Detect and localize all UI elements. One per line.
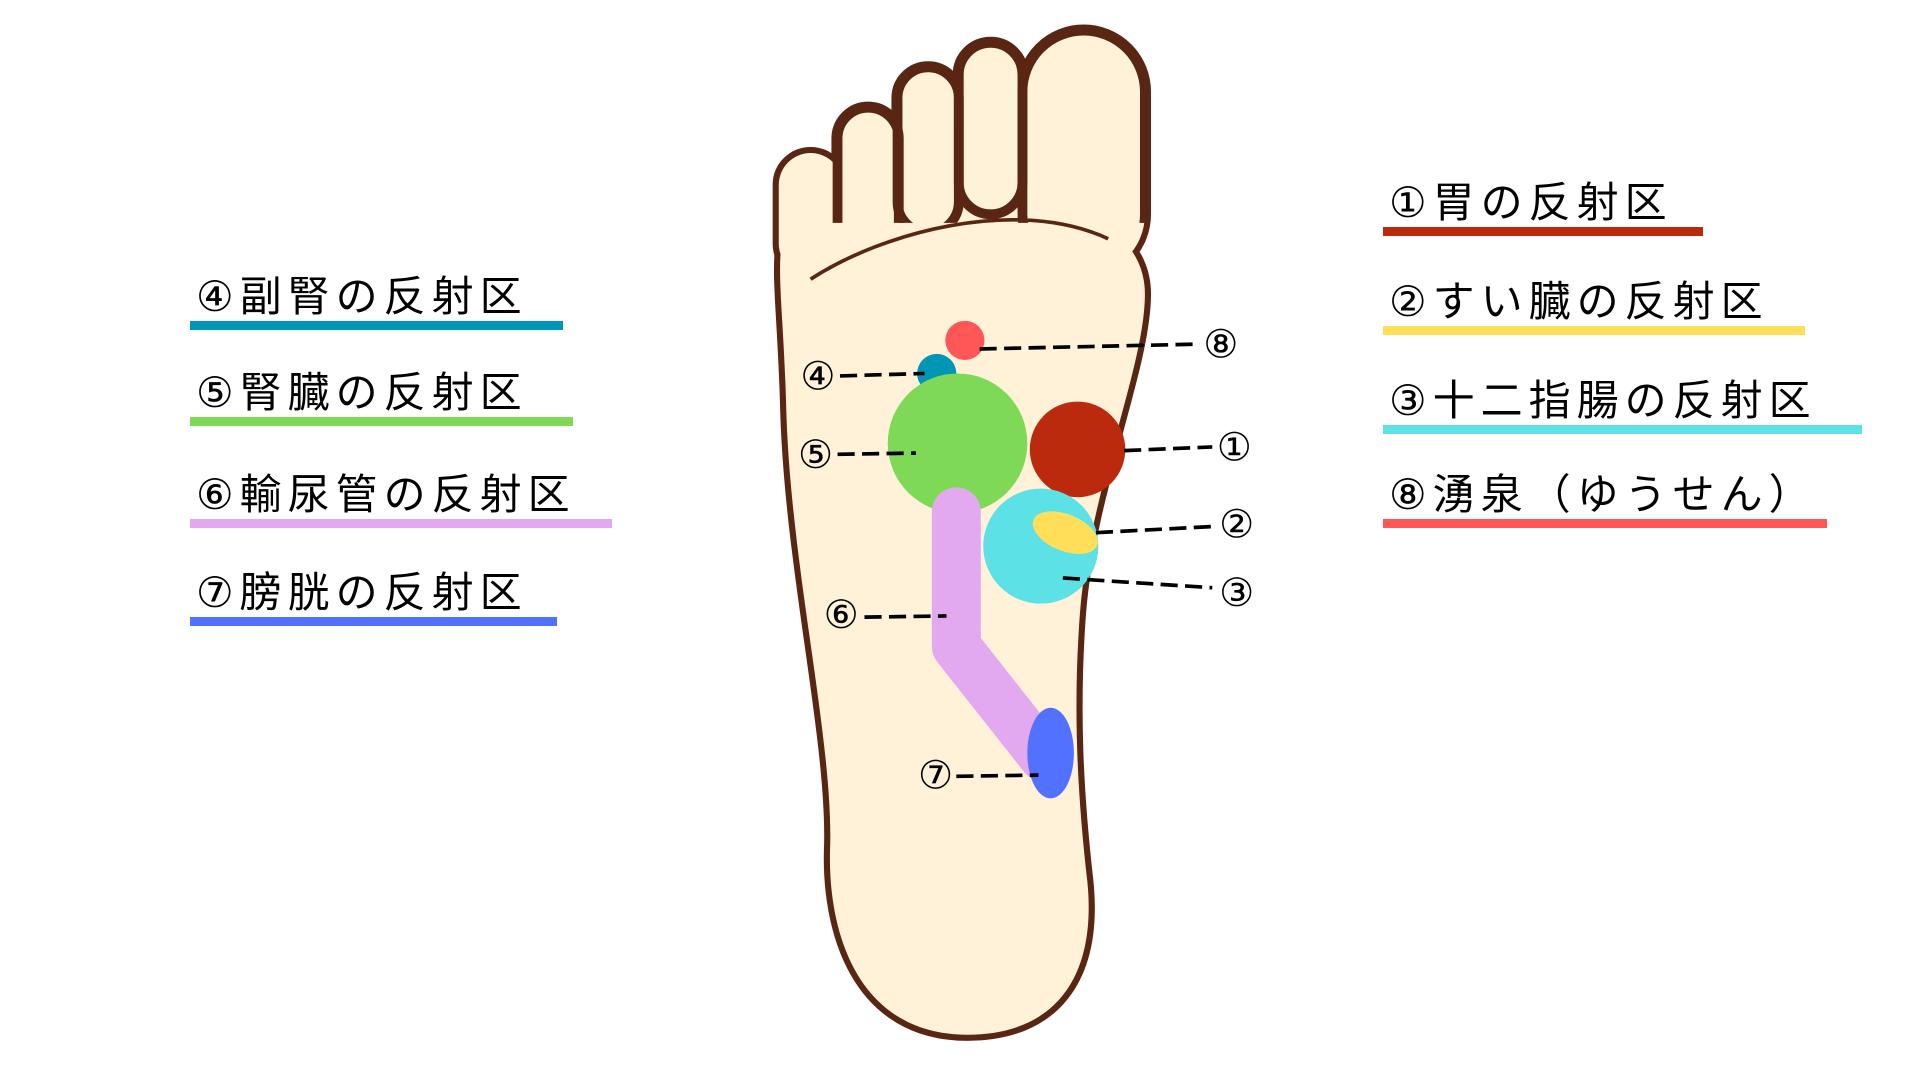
legend-underline <box>1383 425 1862 434</box>
leader-line-4 <box>839 371 925 378</box>
legend-pancreas: ②すい臓の反射区 <box>1383 275 1805 335</box>
legend-underline <box>190 321 563 330</box>
legend-underline <box>190 417 573 426</box>
marker-4: ④ <box>800 354 835 399</box>
toe-separations <box>832 25 1150 223</box>
zone-2-pancreas <box>1032 511 1098 554</box>
legend-text: ②すい臓の反射区 <box>1389 277 1769 326</box>
legend-kidney: ⑤腎臓の反射区 <box>190 366 573 426</box>
legend-text: ⑤腎臓の反射区 <box>196 368 528 417</box>
legend-text: ④副腎の反射区 <box>196 272 528 321</box>
legend-text: ⑦膀胱の反射区 <box>196 568 528 617</box>
legend-duodenum: ③十二指腸の反射区 <box>1383 374 1862 434</box>
legend-text: ③十二指腸の反射区 <box>1389 376 1817 425</box>
toe-crease <box>809 217 1109 281</box>
zone-7-bladder <box>1027 707 1074 799</box>
marker-7: ⑦ <box>918 754 953 799</box>
leader-line-8 <box>979 342 1201 351</box>
leader-line-6 <box>864 614 947 619</box>
leader-line-3 <box>1062 576 1213 590</box>
marker-5: ⑤ <box>798 433 833 478</box>
zone-6-ureter <box>931 487 1068 782</box>
legend-text: ⑥輸尿管の反射区 <box>196 470 576 519</box>
legend-text: ①胃の反射区 <box>1389 178 1673 227</box>
legend-underline <box>1383 519 1827 528</box>
leader-line-2 <box>1095 524 1213 535</box>
legend-underline <box>190 617 557 626</box>
marker-8: ⑧ <box>1203 323 1238 368</box>
legend-underline <box>190 519 612 528</box>
leader-line-1 <box>1124 445 1213 453</box>
marker-2: ② <box>1219 503 1254 548</box>
legend-yusen: ⑧湧泉（ゆうせん） <box>1383 468 1827 528</box>
legend-ureter: ⑥輸尿管の反射区 <box>190 468 612 528</box>
marker-1: ① <box>1217 425 1252 470</box>
zone-5-kidney <box>887 373 1028 514</box>
legend-adrenal: ④副腎の反射区 <box>190 270 563 330</box>
marker-3: ③ <box>1219 571 1254 616</box>
marker-6: ⑥ <box>824 593 859 638</box>
legend-underline <box>1383 326 1805 335</box>
legend-underline <box>1383 227 1703 236</box>
leader-line-7 <box>956 773 1039 779</box>
legend-stomach: ①胃の反射区 <box>1383 176 1703 236</box>
zone-8-yusen <box>945 320 985 360</box>
zone-1-stomach <box>1029 401 1126 498</box>
legend-bladder: ⑦膀胱の反射区 <box>190 566 557 626</box>
legend-text: ⑧湧泉（ゆうせん） <box>1389 470 1817 519</box>
leader-line-5 <box>837 451 916 457</box>
